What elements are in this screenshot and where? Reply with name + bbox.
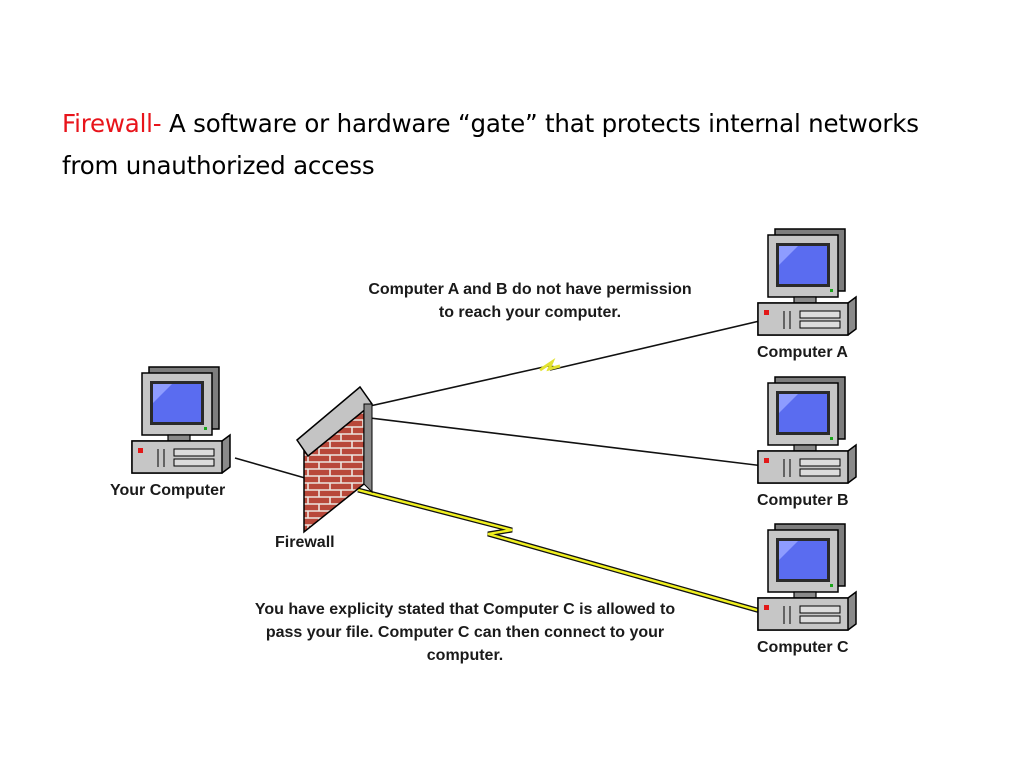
label-computer-a: Computer A [757, 344, 848, 361]
label-computer-c: Computer C [757, 639, 849, 656]
label-firewall: Firewall [275, 534, 335, 551]
computer-b-icon [757, 376, 857, 484]
computer-c-icon [757, 523, 857, 631]
computer-a-icon [757, 228, 857, 336]
slide-title: Firewall- A software or hardware “gate” … [62, 103, 962, 187]
brick-firewall-icon [295, 385, 374, 534]
note-computers-a-and-b: Computer A and B do not have permission … [368, 281, 692, 321]
label-computer-b: Computer B [757, 492, 849, 509]
label-your-computer: Your Computer [110, 482, 226, 499]
link-computer-a-blocked [369, 319, 765, 407]
note-computer-c: You have explicity stated that Computer … [254, 601, 676, 664]
link-your-computer-firewall [234, 457, 306, 479]
title-definition: A software or hardware “gate” that prote… [62, 109, 919, 180]
title-term: Firewall- [62, 109, 162, 138]
link-computer-c-allowed [357, 487, 765, 615]
your-computer-icon [131, 366, 231, 474]
link-computer-b [369, 417, 765, 467]
